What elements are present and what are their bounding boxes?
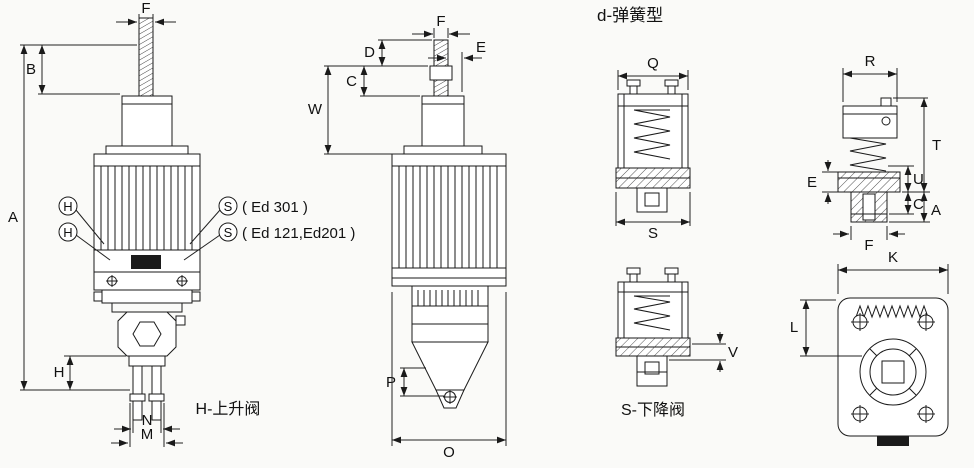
spring-upper-view: Q S (615, 55, 691, 242)
side-lower-housing (411, 285, 489, 409)
dim-label-v: V (728, 344, 738, 361)
spring-upper-dim-s: S (615, 192, 691, 242)
spring-upper-body (615, 93, 691, 213)
front-dim-a: A (8, 45, 130, 391)
spring-coil (633, 109, 671, 160)
front-dim-f: F (116, 0, 176, 29)
front-nameplate (131, 255, 161, 269)
spring-lower-dim-v: V (669, 332, 738, 372)
side-valve-view: R E F (807, 53, 941, 254)
dim-label-valve-a: A (931, 202, 941, 219)
dim-label-r: R (865, 53, 876, 70)
caption-rising-valve: H-上升阀 (196, 400, 261, 418)
front-finned-body (93, 153, 201, 291)
valve-dim-f: F (833, 226, 905, 254)
callout-note-s1: ( Ed 301 ) (242, 199, 308, 216)
front-hex-boss (117, 311, 177, 357)
caption-descending-valve: S-下降阀 (621, 401, 685, 419)
dim-label-a: A (8, 209, 18, 226)
flange-dim-l: L (790, 299, 862, 357)
valve-dim-c: C (889, 192, 924, 215)
front-push-rod (138, 17, 154, 97)
dim-label-side-f: F (436, 13, 445, 30)
dim-label-h: H (54, 364, 65, 381)
callout-circle-h1 (58, 196, 78, 216)
front-base (93, 289, 201, 421)
valve-dim-u: U (888, 165, 924, 192)
dim-label-u: U (913, 171, 924, 188)
valve-body (837, 105, 901, 223)
valve-dim-a: A (889, 192, 941, 223)
dim-label-l: L (790, 319, 798, 336)
side-view: F E D C W P (308, 13, 507, 461)
side-dim-c: C (346, 66, 420, 97)
side-dim-p: P (386, 367, 444, 397)
dim-label-side-c: C (346, 73, 357, 90)
valve-spring-coil (849, 137, 887, 172)
front-view: F B A H N M (8, 0, 355, 447)
callout-label-h1: H (63, 199, 72, 214)
dim-label-side-d: D (364, 44, 375, 61)
front-lower-rod-right (151, 365, 162, 421)
spring-lower-body (615, 281, 691, 387)
dim-label-s: S (648, 225, 658, 242)
dim-label-side-w: W (308, 101, 323, 118)
dim-label-side-p: P (386, 374, 396, 391)
valve-dim-e: E (807, 160, 838, 204)
front-shoulder (105, 145, 189, 155)
callout-label-s1: S (224, 199, 233, 214)
section-title-spring-type: d-弹簧型 (597, 6, 663, 25)
front-dim-h: H (54, 355, 126, 390)
callout-circle-h2 (58, 222, 78, 242)
side-shoulder (403, 145, 483, 155)
dim-label-valve-e: E (807, 174, 817, 191)
flange-view: K L (790, 249, 949, 446)
callout-note-s2: ( Ed 121,Ed201 ) (242, 225, 355, 242)
dim-label-k: K (888, 249, 898, 266)
dim-label-m: M (141, 426, 154, 443)
spring-upper-dim-q: Q (617, 55, 689, 90)
side-dim-o: O (391, 292, 507, 461)
side-rod-collar (429, 65, 453, 81)
valve-dim-r: R (842, 53, 898, 102)
callout-circle-s2 (218, 222, 238, 242)
dim-label-q: Q (647, 55, 659, 72)
side-dim-d: D (360, 39, 432, 67)
flange-dim-k: K (837, 249, 949, 294)
dim-label-f: F (141, 0, 150, 17)
front-callouts: H H S ( Ed 301 ) S ( Ed 121,Ed201 ) (58, 196, 355, 261)
front-lower-rod-left (132, 365, 143, 421)
dim-label-b: B (26, 61, 36, 78)
spring-lower-view: V S-下降阀 (615, 267, 738, 419)
flange-foot (877, 436, 909, 446)
dim-label-side-o: O (443, 444, 455, 461)
spring-coil (633, 295, 671, 331)
dim-label-valve-c: C (913, 196, 924, 213)
side-dim-e: E (428, 39, 486, 92)
dim-label-n: N (142, 412, 153, 429)
dim-label-side-e: E (476, 39, 486, 56)
dim-label-valve-f: F (864, 237, 873, 254)
front-dim-m: M (111, 403, 183, 447)
front-dim-b: B (20, 44, 137, 95)
side-dim-f: F (412, 13, 470, 38)
side-finned-body (391, 153, 507, 287)
callout-label-h2: H (63, 225, 72, 240)
flange-center-boss (859, 338, 927, 406)
dim-label-t: T (932, 137, 941, 154)
flange-bolt-holes (851, 313, 935, 423)
callout-circle-s1 (218, 196, 238, 216)
flange-serration (855, 304, 929, 319)
side-dim-w: W (308, 65, 428, 155)
front-dim-n: N (114, 412, 180, 433)
valve-stud (880, 97, 892, 107)
callout-label-s2: S (224, 225, 233, 240)
